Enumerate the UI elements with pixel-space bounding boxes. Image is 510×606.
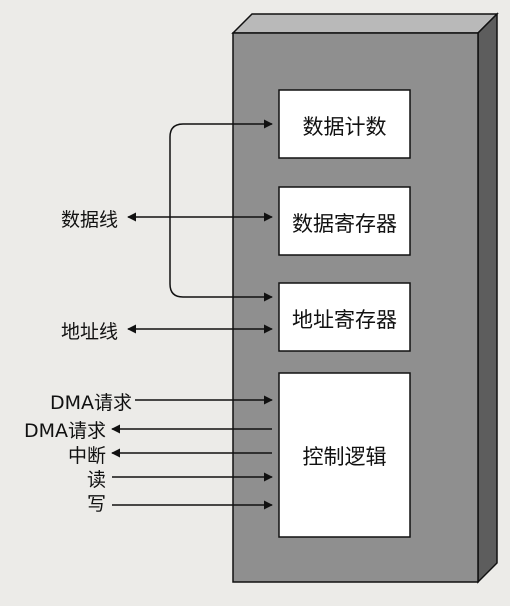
data-register-box xyxy=(278,186,411,256)
data-line-label: 数据线 xyxy=(60,209,118,231)
data-register-label: 数据寄存器 xyxy=(292,212,397,236)
panel-side-face xyxy=(477,12,498,584)
address-register-box xyxy=(278,282,411,352)
panel-top-face xyxy=(231,13,499,34)
dma-request-2-label: DMA请求 xyxy=(23,420,106,442)
data-count-box xyxy=(278,89,411,159)
dma-request-1-label: DMA请求 xyxy=(49,392,132,414)
read-label: 读 xyxy=(86,469,106,491)
interrupt-label: 中断 xyxy=(67,445,106,467)
write-label: 写 xyxy=(86,493,106,515)
data-bus-loop xyxy=(169,119,273,302)
control-logic-box xyxy=(278,372,411,538)
control-logic-label: 控制逻辑 xyxy=(302,445,387,469)
address-line-label: 地址线 xyxy=(60,321,118,343)
address-register-label: 地址寄存器 xyxy=(292,308,397,332)
data-count-label: 数据计数 xyxy=(302,115,387,139)
